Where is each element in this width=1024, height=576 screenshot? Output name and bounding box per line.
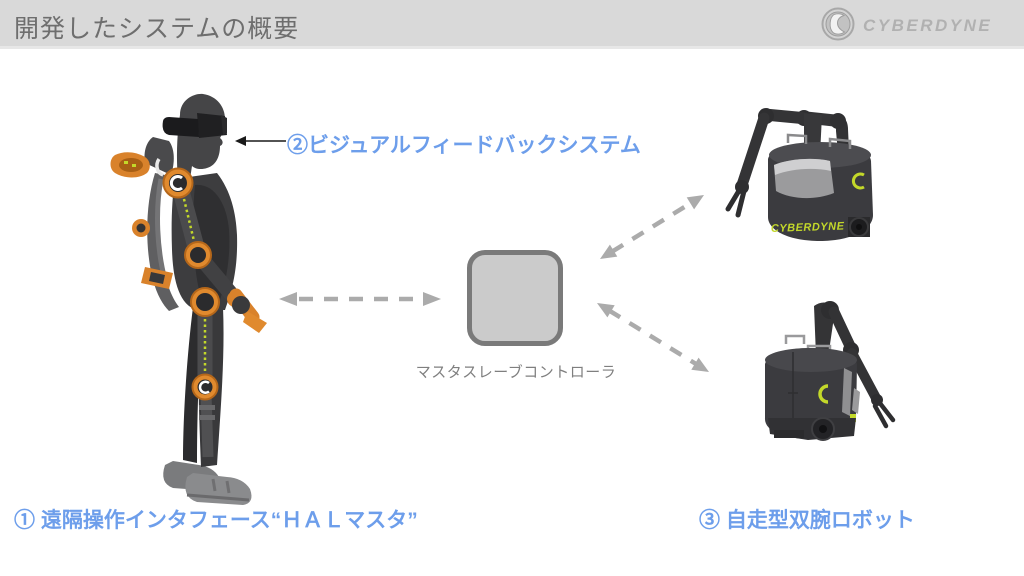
- dashed-arrow-controller-robot-top: [600, 195, 704, 259]
- page-title: 開発したシステムの概要: [14, 15, 300, 43]
- header-bar: 開発したシステムの概要 CYBERDYNE: [0, 0, 1024, 49]
- logo-wordmark: CYBERDYNE: [863, 15, 993, 35]
- dual-arm-robot-top-illustration: CYBERDYNE: [725, 108, 873, 241]
- master-slave-controller-box: [467, 250, 563, 346]
- dashed-arrow-controller-robot-bottom: [597, 303, 709, 372]
- cyberdyne-logo: CYBERDYNE: [820, 6, 992, 42]
- hal-master-suit-illustration: [110, 93, 267, 505]
- logo-emblem-icon: [821, 7, 855, 41]
- dual-arm-robot-label: ③ 自走型双腕ロボット: [699, 509, 915, 532]
- dual-arm-robot-bottom-illustration: [764, 301, 896, 441]
- robot-body-text: CYBERDYNE: [771, 220, 845, 235]
- hal-master-label: ① 遠隔操作インタフェース“ＨＡＬマスタ”: [14, 509, 418, 532]
- controller-label: マスタスレーブコントローラ: [415, 364, 617, 381]
- vr-headset-icon: [197, 113, 227, 138]
- dashed-arrow-suit-controller: [279, 292, 441, 306]
- visual-feedback-label: ②ビジュアルフィードバックシステム: [287, 134, 641, 157]
- pointer-arrow-icon: [235, 136, 286, 146]
